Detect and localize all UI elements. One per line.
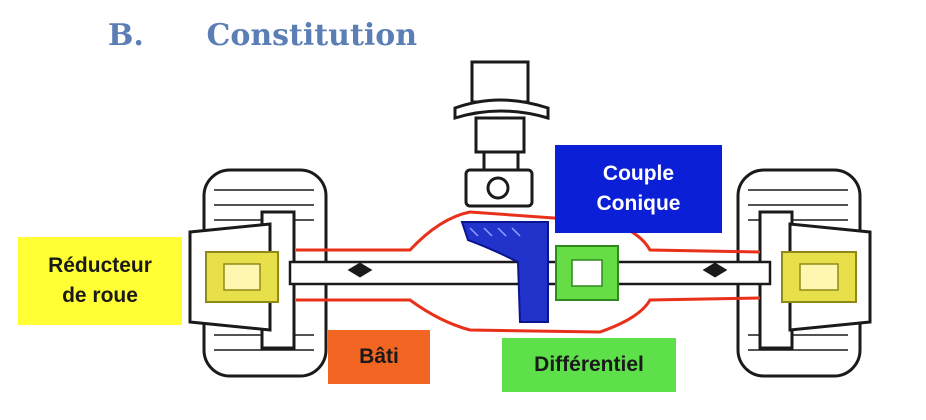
section-number: B. — [108, 18, 144, 53]
label-reducteur-line1: Réducteur — [48, 253, 152, 277]
differential-gear — [555, 245, 619, 301]
left-reducer-gear — [205, 251, 279, 303]
label-couple-line2: Conique — [596, 192, 681, 215]
housing-outline — [296, 210, 761, 334]
bevel-gear — [460, 221, 549, 323]
section-heading: B. Constitution — [108, 18, 417, 53]
label-reducteur-de-roue: Réducteur de roue — [18, 237, 182, 325]
right-reducer-gear — [781, 251, 857, 303]
label-differentiel: Différentiel — [502, 338, 676, 392]
label-couple-conique: Couple Conique — [555, 145, 722, 233]
label-couple-line1: Couple — [602, 161, 675, 185]
label-reducteur-line2: de roue — [62, 284, 138, 307]
input-shaft — [453, 60, 550, 208]
label-bati: Bâti — [328, 330, 430, 384]
section-title: Constitution — [206, 18, 418, 53]
